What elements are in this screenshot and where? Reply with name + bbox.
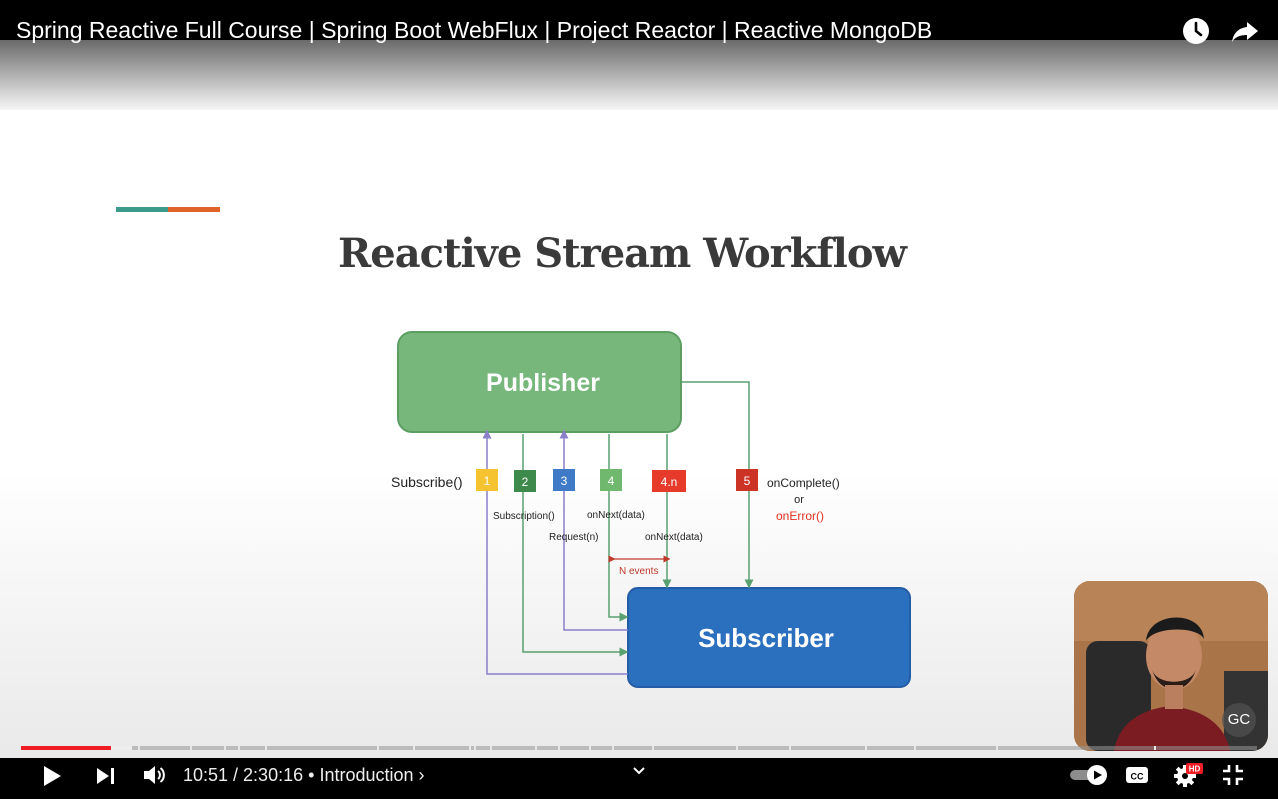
- chapter-separator: •: [308, 765, 315, 785]
- quality-badge: HD: [1189, 765, 1201, 774]
- settings-icon[interactable]: HD: [1173, 762, 1203, 788]
- chapter-gap: [558, 746, 560, 750]
- step-box-5: [736, 469, 758, 491]
- chapter-gap: [377, 746, 379, 750]
- chapter-gap: [413, 746, 415, 750]
- subscription-label: Subscription(): [493, 511, 555, 522]
- chapter-gap: [535, 746, 537, 750]
- subscription-connector: [522, 434, 629, 657]
- progress-bar[interactable]: [21, 746, 1257, 750]
- chapter-gap: [190, 746, 192, 750]
- chapter-gap: [789, 746, 791, 750]
- slide-title: Reactive Stream Workflow: [338, 230, 907, 277]
- chapter-gap: [865, 746, 867, 750]
- step-box-4: [600, 469, 622, 491]
- step-label-4n: 4.n: [661, 475, 678, 489]
- chapter-gap: [265, 746, 267, 750]
- step-label-5: 5: [744, 474, 751, 488]
- on-complete-label: onComplete(): [767, 476, 840, 490]
- share-icon[interactable]: [1230, 16, 1260, 46]
- step-label-4: 4: [608, 474, 615, 488]
- chapter-gap: [1154, 746, 1156, 750]
- step-label-2: 2: [522, 475, 529, 489]
- chapter-gap: [469, 746, 471, 750]
- complete-connector: [681, 381, 754, 589]
- chapter-gap: [914, 746, 916, 750]
- autoplay-toggle[interactable]: [1068, 764, 1110, 786]
- chapter-gap: [490, 746, 492, 750]
- watch-later-icon[interactable]: [1181, 16, 1211, 46]
- step-box-4n: [652, 470, 686, 492]
- chapter-gap: [652, 746, 654, 750]
- subscribe-connector: [482, 429, 628, 675]
- or-label: or: [794, 494, 804, 506]
- chapter-title[interactable]: Introduction: [319, 765, 414, 785]
- publisher-label: Publisher: [486, 369, 600, 397]
- slide-accent-line: [116, 207, 220, 212]
- step-box-3: [553, 469, 575, 491]
- chapter-chevron-icon[interactable]: [632, 765, 646, 777]
- exit-fullscreen-icon[interactable]: [1222, 764, 1244, 786]
- captions-icon[interactable]: CC: [1125, 765, 1149, 785]
- progress-played: [21, 746, 111, 750]
- n-events-label: N events: [619, 566, 658, 577]
- step-label-1: 1: [484, 474, 491, 488]
- title-overlay: [0, 0, 1278, 110]
- next-icon[interactable]: [95, 765, 117, 787]
- chapter-gap: [138, 746, 140, 750]
- on-error-label: onError(): [776, 509, 824, 523]
- request-connector: [559, 429, 628, 631]
- request-label: Request(n): [549, 532, 598, 543]
- player-controls: [0, 758, 1278, 799]
- chapter-gap: [612, 746, 614, 750]
- chapter-gap: [996, 746, 998, 750]
- volume-icon[interactable]: [142, 763, 168, 787]
- chapter-gap: [224, 746, 226, 750]
- chapter-gap: [238, 746, 240, 750]
- chapter-gap: [736, 746, 738, 750]
- on-next-label-2: onNext(data): [645, 532, 703, 543]
- progress-track: [21, 746, 1257, 750]
- on-next-label-1: onNext(data): [587, 510, 645, 521]
- channel-badge[interactable]: GC: [1222, 703, 1256, 737]
- time-display: 10:51 / 2:30:16: [183, 765, 304, 785]
- chapter-arrow-icon[interactable]: ›: [418, 765, 425, 785]
- chapter-gap: [474, 746, 476, 750]
- time-chapter[interactable]: 10:51 / 2:30:16 • Introduction ›: [183, 765, 425, 786]
- step-box-2: [514, 470, 536, 492]
- onnext-connector-1: [608, 434, 629, 622]
- play-icon[interactable]: [40, 764, 64, 788]
- step-box-1: [476, 469, 498, 491]
- subscriber-box: [627, 587, 911, 688]
- svg-text:CC: CC: [1131, 772, 1144, 782]
- step-label-3: 3: [561, 474, 568, 488]
- subscribe-call-label: Subscribe(): [391, 474, 463, 490]
- video-title[interactable]: Spring Reactive Full Course | Spring Boo…: [16, 17, 933, 43]
- subscriber-label: Subscriber: [698, 623, 834, 653]
- chapter-gap: [589, 746, 591, 750]
